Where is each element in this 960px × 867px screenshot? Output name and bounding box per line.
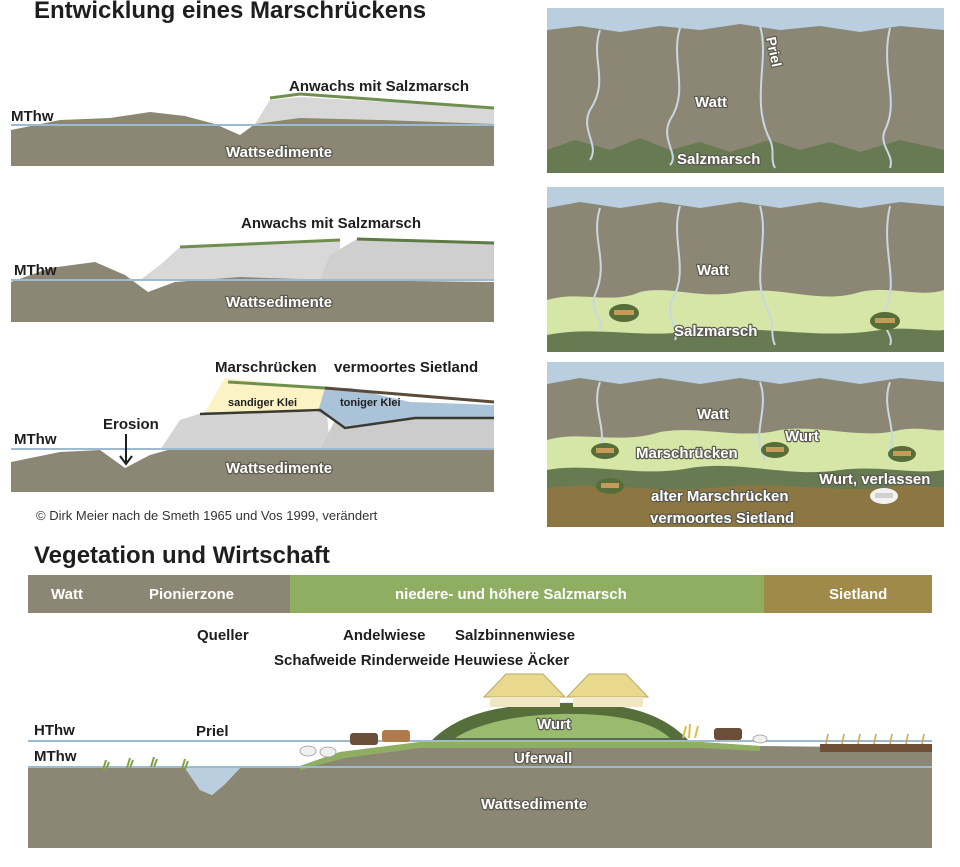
profile-1-new-land [255, 97, 494, 124]
profile-1-mthw-label: MThw [11, 108, 54, 125]
map-1-background [547, 8, 944, 173]
sheep-icon [299, 734, 768, 758]
zone-saltmarsh-label: niedere- und höhere Salzmarsch [395, 586, 627, 603]
profile-3-clay-water [318, 388, 494, 426]
map-3-house-1-icon [596, 448, 614, 453]
andelwiese-label: Andelwiese [343, 627, 426, 644]
profile-3-sandy-label: sandiger Klei [228, 397, 297, 409]
crops-icon [825, 733, 925, 745]
bottom-priel-water [185, 768, 240, 795]
bottom-sediment-label: Wattsedimente [481, 796, 587, 813]
profile-3: MThw Marschrücken vermoortes Sietland sa… [11, 359, 495, 492]
zone-bar-sietland [764, 575, 932, 613]
map-1-sea [547, 8, 944, 32]
map-3-wurt-label: Wurt [785, 428, 819, 445]
map-1-creeks [586, 25, 892, 169]
map-1-watt-label: Watt [695, 94, 727, 111]
bottom-wurt-top [455, 713, 670, 738]
zone-pionier-label: Pionierzone [149, 586, 234, 603]
profile-2-new-land-b [320, 239, 494, 280]
map-3-watt-label: Watt [697, 406, 729, 423]
map-2-sea [547, 187, 944, 208]
map-2: Watt Salzmarsch [547, 187, 944, 352]
profile-3-sediment [11, 448, 494, 492]
profile-3-clay-label: toniger Klei [340, 397, 401, 409]
house-2-wall-icon [573, 697, 643, 707]
profile-3-peat-line-bottom [199, 408, 494, 430]
map-3-marschruecken-label: Marschrücken [636, 445, 738, 462]
cattle-icon [350, 728, 742, 745]
house-1-wall-icon [490, 697, 560, 707]
house-2-roof-icon [565, 673, 650, 698]
profile-2-new-land-a [140, 240, 340, 280]
profile-2-marsh-line-b [356, 237, 495, 245]
field-furrows-icon [820, 744, 932, 752]
vegetation-title: Vegetation und Wirtschaft [34, 542, 330, 569]
profile-3-mthw-label: MThw [14, 431, 57, 448]
zone-bar-saltmarsh [290, 575, 764, 613]
map-3-house-3-icon [893, 451, 911, 456]
profile-3-marsh-line [227, 380, 326, 390]
profile-2-anwachs-label: Anwachs mit Salzmarsch [241, 215, 421, 232]
uferwall-label: Uferwall [514, 750, 572, 767]
hay-icon [682, 723, 699, 739]
map-2-watt-label: Watt [697, 262, 729, 279]
wirtschaft-label: Schafweide Rinderweide Heuwiese Äcker [274, 652, 569, 669]
bottom-sediment [28, 742, 932, 848]
map-3-sietland-label: vermoortes Sietland [650, 510, 794, 527]
queller-plants-icon [102, 756, 189, 771]
zone-bar: Watt Pionierzone niedere- und höhere Sal… [28, 575, 932, 613]
map-3-sea [547, 362, 944, 384]
priel-label: Priel [196, 723, 229, 740]
queller-label: Queller [197, 627, 249, 644]
map-3-house-2-icon [766, 447, 784, 452]
profile-1-sediment-label: Wattsedimente [226, 144, 332, 161]
map-3-alter-label: alter Marschrücken [651, 488, 789, 505]
profile-2-marsh-line-a [179, 238, 341, 249]
zone-watt-label: Watt [51, 586, 83, 603]
profile-3-sietland-label: vermoortes Sietland [334, 359, 478, 376]
map-3-house-4-icon [601, 483, 619, 488]
map-3-wurt-abandoned-label: Wurt, verlassen [819, 471, 930, 488]
profile-2-mthw-label: MThw [14, 262, 57, 279]
erosion-arrow-icon [119, 434, 133, 466]
profile-1: MThw Anwachs mit Salzmarsch Wattsediment… [11, 78, 495, 166]
map-3: Watt Marschrücken Wurt Wurt, verlassen a… [547, 362, 944, 528]
credit: © Dirk Meier nach de Smeth 1965 und Vos … [36, 508, 378, 523]
zone-bar-watt [28, 575, 290, 613]
map-2-house-1-icon [614, 310, 634, 315]
map-1: Watt Priel Salzmarsch [547, 8, 944, 173]
profile-1-anwachs-label: Anwachs mit Salzmarsch [289, 78, 469, 95]
map-2-creeks [592, 205, 892, 346]
profile-3-marschruecken-label: Marschrücken [215, 359, 317, 376]
profile-3-peat-line-top [324, 386, 495, 404]
map-2-house-2-icon [875, 318, 895, 323]
hthw-label: HThw [34, 722, 75, 739]
profile-3-sediment-label: Wattsedimente [226, 460, 332, 477]
house-1-roof-icon [482, 673, 567, 698]
map-1-saltmarsh-label: Salzmarsch [677, 151, 760, 168]
profile-2-sediment-label: Wattsedimente [226, 294, 332, 311]
profile-3-erosion-label: Erosion [103, 416, 159, 433]
profile-2: MThw Anwachs mit Salzmarsch Wattsediment… [11, 215, 495, 322]
mthw-label: MThw [34, 748, 77, 765]
map-3-peat [547, 485, 944, 527]
profile-2-sediment [11, 262, 494, 322]
map-2-saltmarsh-label: Salzmarsch [674, 323, 757, 340]
zone-sietland-label: Sietland [829, 586, 887, 603]
profile-1-marsh-line [269, 92, 495, 110]
map-2-dark-marsh [547, 328, 944, 352]
development-title: Entwicklung eines Marschrückens [34, 0, 426, 24]
wurt-label: Wurt [537, 716, 571, 733]
map-3-abandoned-house-icon [875, 493, 893, 498]
bottom-profile: HThw MThw Priel Wurt Uferwall Wattsedime… [28, 673, 932, 848]
salzbinnenwiese-label: Salzbinnenwiese [455, 627, 575, 644]
map-1-saltmarsh [547, 138, 944, 173]
bottom-uferwall-grass [300, 742, 760, 770]
